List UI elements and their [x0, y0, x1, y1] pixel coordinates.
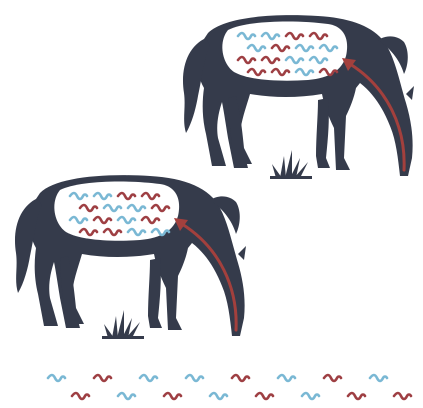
- horse-back: [182, 15, 414, 179]
- worm-icon: [254, 391, 275, 401]
- worm-icon: [208, 391, 229, 401]
- arrow-head-icon: [342, 58, 356, 71]
- worm-icon: [392, 391, 413, 401]
- arrow-head-icon: [174, 218, 188, 231]
- worm-icon: [230, 373, 251, 383]
- ingestion-arrow-icon: [348, 62, 406, 172]
- worm-icon: [300, 391, 321, 401]
- worm-icon: [184, 373, 205, 383]
- worm-icon: [70, 391, 91, 401]
- ground-worm-field: [46, 373, 413, 401]
- worm-icon: [138, 373, 159, 383]
- worm-icon: [322, 373, 343, 383]
- grass-tuft-icon: [102, 310, 144, 339]
- worm-icon: [368, 373, 389, 383]
- horse-front: [14, 175, 247, 339]
- worm-icon: [162, 391, 183, 401]
- worm-icon: [46, 373, 67, 383]
- worm-icon: [116, 391, 137, 401]
- ingestion-arrow-icon: [180, 222, 238, 332]
- worm-icon: [346, 391, 367, 401]
- worm-icon: [92, 373, 113, 383]
- worm-icon: [276, 373, 297, 383]
- grass-tuft-icon: [270, 150, 312, 179]
